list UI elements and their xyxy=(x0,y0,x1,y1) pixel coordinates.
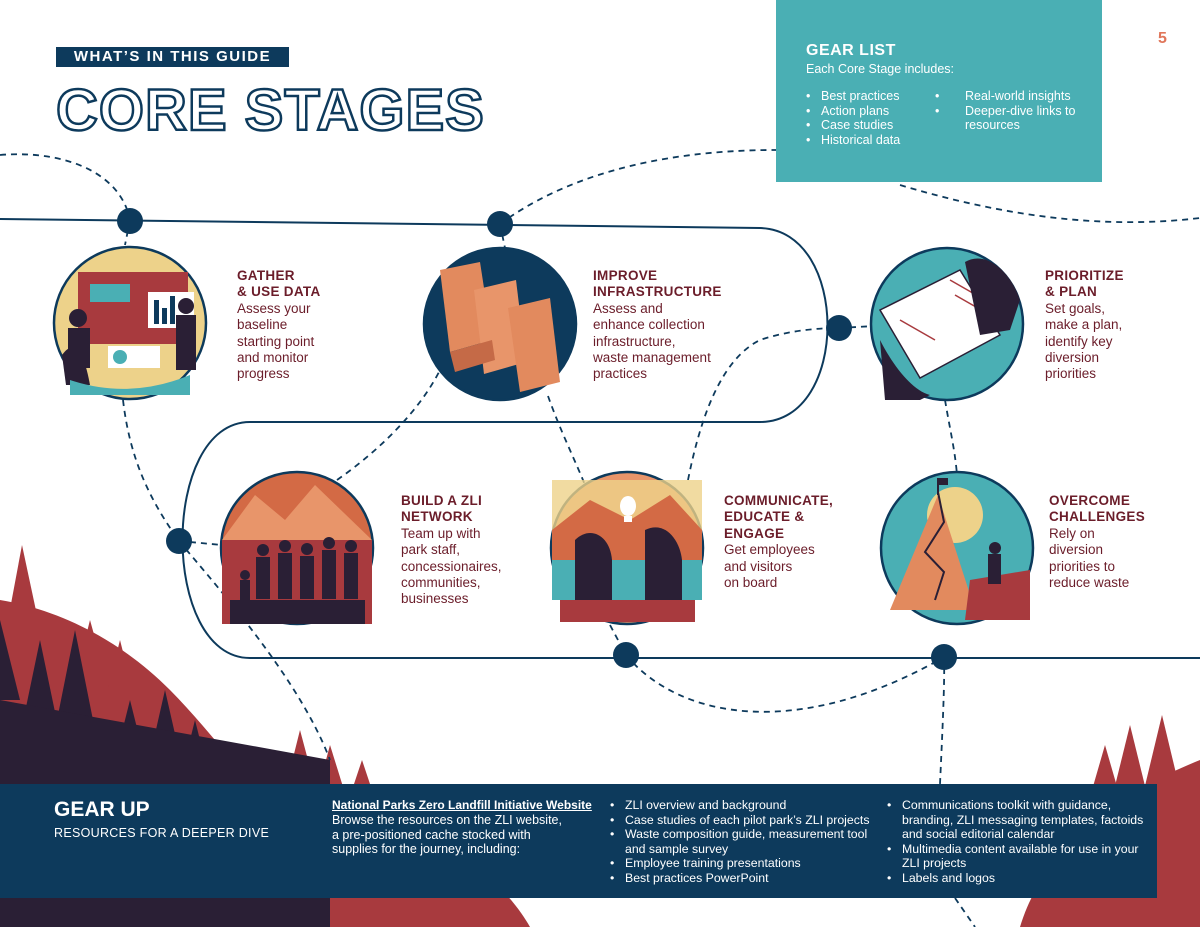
junction-dots xyxy=(117,208,957,670)
gear-list-subtitle: Each Core Stage includes: xyxy=(806,62,955,76)
resources-list-1: ZLI overview and background Case studies… xyxy=(610,798,875,886)
resources-list-2: Communications toolkit with guidance, br… xyxy=(887,798,1149,886)
stage-description: Team up with park staff, concessionaires… xyxy=(401,525,502,607)
list-item: Historical data xyxy=(806,133,900,148)
gear-up-title: GEAR UP xyxy=(54,798,150,821)
stage-title: IMPROVE INFRASTRUCTURE xyxy=(593,268,722,300)
list-item: Deeper-dive links to resources xyxy=(950,104,1105,133)
list-item: Action plans xyxy=(806,104,900,119)
gear-up-description: Browse the resources on the ZLI website,… xyxy=(332,813,562,857)
stage-build-network: BUILD A ZLI NETWORK Team up with park st… xyxy=(401,493,502,608)
zli-website-link[interactable]: National Parks Zero Landfill Initiative … xyxy=(332,798,592,812)
gather-data-illustration xyxy=(52,245,208,401)
gear-list-panel: GEAR LIST Each Core Stage includes: Best… xyxy=(776,0,1102,182)
list-item: Case studies of each pilot park’s ZLI pr… xyxy=(610,813,875,828)
stage-description: Set goals, make a plan, identify key div… xyxy=(1045,300,1123,382)
stage-description: Get employees and visitors on board xyxy=(724,542,815,591)
list-item: Case studies xyxy=(806,118,900,133)
gear-list-title: GEAR LIST xyxy=(806,42,896,59)
section-tag: WHAT’S IN THIS GUIDE xyxy=(56,47,289,67)
list-item: Communications toolkit with guidance, br… xyxy=(887,798,1149,842)
build-network-illustration xyxy=(219,470,375,626)
stage-title: BUILD A ZLI NETWORK xyxy=(401,493,483,525)
stage-overcome-challenges: OVERCOME CHALLENGES Rely on diversion pr… xyxy=(1049,493,1145,591)
infrastructure-illustration xyxy=(422,246,578,402)
dashed-trails xyxy=(0,149,1200,927)
list-item: Best practices xyxy=(806,89,900,104)
stage-description: Rely on diversion priorities to reduce w… xyxy=(1049,525,1130,591)
list-item: Best practices PowerPoint xyxy=(610,871,875,886)
list-item: ZLI overview and background xyxy=(610,798,875,813)
list-item: Employee training presentations xyxy=(610,856,875,871)
stage-title: OVERCOME CHALLENGES xyxy=(1049,493,1146,525)
stage-title: PRIORITIZE & PLAN xyxy=(1045,268,1124,300)
gear-up-panel: GEAR UP RESOURCES FOR A DEEPER DIVE Nati… xyxy=(0,784,1157,898)
page-title: CORE STAGES xyxy=(56,78,485,143)
stage-title: GATHER & USE DATA xyxy=(237,268,321,300)
prioritize-plan-illustration xyxy=(869,246,1025,402)
stage-improve-infrastructure: IMPROVE INFRASTRUCTURE Assess and enhanc… xyxy=(593,268,722,383)
list-item: Labels and logos xyxy=(887,871,1149,886)
stage-communicate: COMMUNICATE, EDUCATE & ENGAGE Get employ… xyxy=(724,493,833,591)
list-item: Multimedia content available for use in … xyxy=(887,842,1149,871)
page-number: 5 xyxy=(1158,30,1167,47)
route-line xyxy=(0,218,1200,659)
communicate-illustration xyxy=(549,470,705,626)
stage-title: COMMUNICATE, EDUCATE & ENGAGE xyxy=(724,493,834,541)
stage-description: Assess your baseline starting point and … xyxy=(237,300,315,382)
gear-list-col2: Real-world insights Deeper-dive links to… xyxy=(950,89,1105,133)
stage-gather-data: GATHER & USE DATA Assess your baseline s… xyxy=(237,268,321,383)
stage-prioritize-plan: PRIORITIZE & PLAN Set goals, make a plan… xyxy=(1045,268,1124,383)
gear-up-subtitle: RESOURCES FOR A DEEPER DIVE xyxy=(54,826,270,840)
overcome-challenges-illustration xyxy=(879,470,1035,626)
list-item: Real-world insights xyxy=(950,89,1105,104)
gear-list-col1: Best practices Action plans Case studies… xyxy=(806,89,900,147)
list-item: Waste composition guide, measurement too… xyxy=(610,827,875,856)
stage-description: Assess and enhance collection infrastruc… xyxy=(593,300,711,382)
